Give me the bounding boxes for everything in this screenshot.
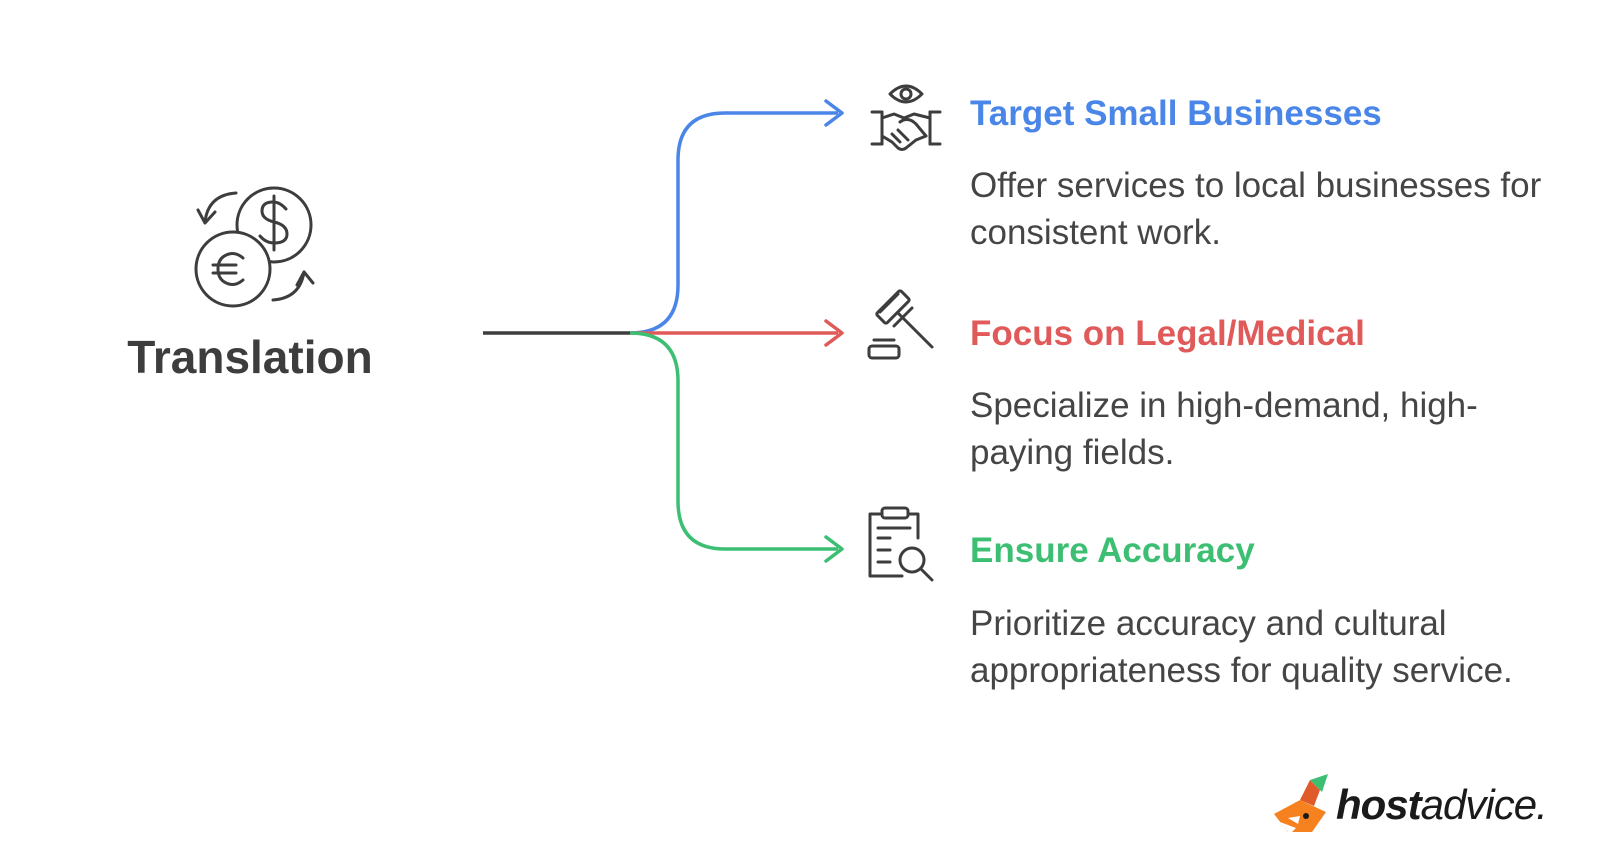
- branch-description-ensure-accuracy: Prioritize accuracy and cultural appropr…: [970, 604, 1513, 690]
- fox-mascot-logo: [1274, 774, 1328, 834]
- branch-title-focus-legal-medical: Focus on Legal/Medical: [970, 314, 1365, 353]
- clipboard-search-icon: [868, 506, 934, 582]
- branch-title-ensure-accuracy: Ensure Accuracy: [970, 531, 1255, 570]
- logo-text-host: host: [1336, 781, 1422, 828]
- logo-text-advice: advice.: [1420, 781, 1548, 828]
- branch-description-focus-legal-medical: Specialize in high-demand, high-paying f…: [970, 386, 1478, 472]
- branch-title-target-small-businesses: Target Small Businesses: [970, 94, 1382, 133]
- branch-description-target-small-businesses: Offer services to local businesses for c…: [970, 166, 1542, 252]
- branch-connector-3: [629, 331, 838, 551]
- branch-arrow-1: [824, 99, 844, 127]
- handshake-eye-icon: [870, 84, 942, 151]
- branch-arrow-3: [824, 535, 844, 563]
- root-label: Translation: [127, 331, 373, 383]
- branch-arrow-2: [824, 319, 844, 347]
- currency-exchange-icon: [194, 186, 315, 308]
- gavel-icon: [867, 289, 934, 360]
- branch-connector-1: [629, 111, 838, 335]
